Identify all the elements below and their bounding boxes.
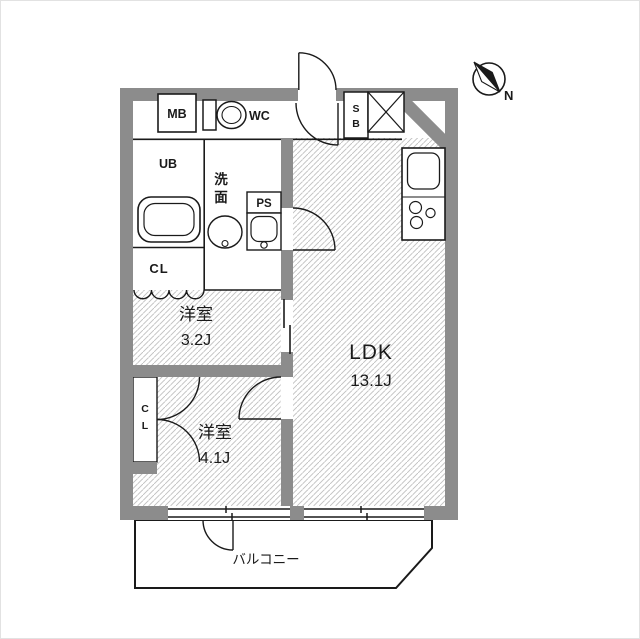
curtain-scallops <box>133 289 205 300</box>
washroom-label-1: 洗 <box>214 171 228 187</box>
balcony-label: バルコニー <box>232 552 299 567</box>
bedroom-b-door-arc <box>238 376 282 420</box>
sink-icon <box>246 212 282 251</box>
washroom-door-arc <box>292 207 336 251</box>
wall-bottom-pier <box>290 506 304 520</box>
wall-diagonal-corner <box>394 92 454 152</box>
fixtures <box>137 91 446 251</box>
stove-burners-icon <box>408 200 436 230</box>
hall-door-arc <box>295 102 339 146</box>
labels: MB WC UB 洗 面 PS S B CL C L 洋室 3.2J 洋室 4.… <box>141 103 393 567</box>
closet-b-label-1: C <box>141 403 149 415</box>
bedroom-b-area: 4.1J <box>200 450 230 467</box>
bedroom-a-label: 洋室 <box>179 305 213 324</box>
genkan-hatch-box <box>367 91 405 133</box>
bedroom-b-label: 洋室 <box>198 423 232 442</box>
pipe-space-label: PS <box>256 198 272 210</box>
entrance-door-arc <box>298 52 337 91</box>
balcony-door-arc <box>202 519 234 551</box>
kitchen-counter-icon <box>401 147 446 241</box>
shoe-box <box>343 91 369 139</box>
window-ldk <box>304 506 424 520</box>
north-label: N <box>504 88 513 103</box>
windows <box>168 506 424 520</box>
ldk-label: LDK <box>349 341 393 364</box>
wall-bottom-right <box>424 506 458 520</box>
shoe-box-label-1: S <box>352 103 359 115</box>
toilet-label: WC <box>249 109 270 123</box>
wall-interior-h1 <box>133 365 293 377</box>
wall-interior-v2 <box>281 250 293 300</box>
ldk-area: 13.1J <box>350 371 392 390</box>
closet-a-label: CL <box>149 261 168 276</box>
unit-bath-label: UB <box>159 157 177 171</box>
bedroom-a-area: 3.2J <box>181 332 211 349</box>
wall-closet-b-end <box>133 462 157 474</box>
wall-right <box>445 88 458 520</box>
closet-b-label-2: L <box>142 420 149 432</box>
wall-interior-v4 <box>281 419 293 506</box>
compass-icon: N <box>472 61 513 103</box>
wall-left <box>120 88 133 520</box>
kitchen-sink-icon <box>406 152 441 190</box>
window-bedroom-b <box>168 506 290 520</box>
meter-box-label: MB <box>167 107 186 121</box>
wall-interior-v1 <box>281 138 293 208</box>
shoe-box-label-2: B <box>352 118 360 130</box>
bathtub-icon <box>137 196 201 243</box>
floor-hatching <box>133 138 445 506</box>
meter-box <box>157 93 197 133</box>
partition-lines <box>133 138 402 354</box>
wash-basin-icon <box>207 215 243 249</box>
doors <box>133 52 339 551</box>
closet-b-door-arcs <box>156 376 201 463</box>
wall-top-left <box>120 88 298 101</box>
wall-bottom-left <box>120 506 168 520</box>
toilet-icon <box>202 99 247 131</box>
washroom-label-2: 面 <box>214 190 228 205</box>
